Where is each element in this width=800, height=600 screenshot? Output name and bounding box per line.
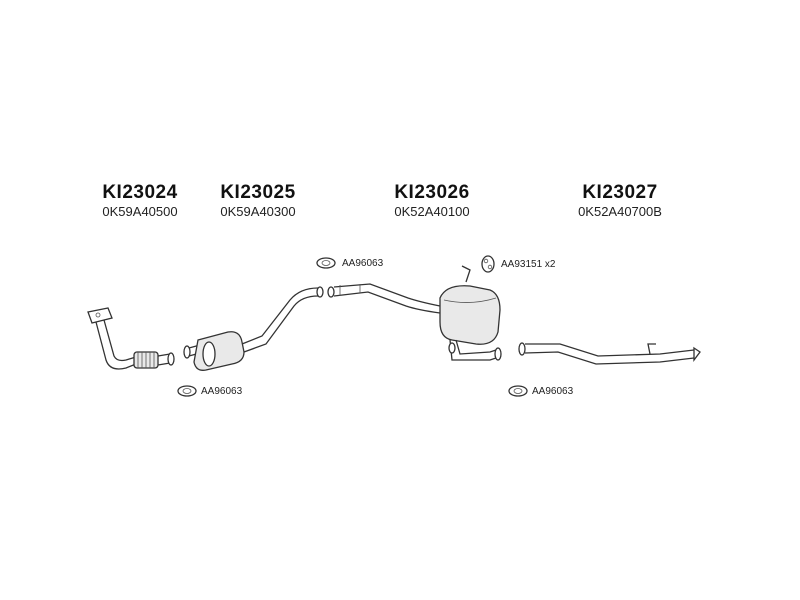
gasket-icon (508, 385, 528, 397)
gasket-label-bottom-left: AA96063 (201, 386, 243, 397)
middle-section (183, 286, 324, 371)
part-header-ki23024: KI23024 0K59A40500 (60, 182, 220, 219)
gasket-label-bottom-right: AA96063 (532, 386, 574, 397)
part-code: KI23025 (220, 182, 296, 203)
front-pipe (87, 307, 175, 370)
gasket-label-top: AA96063 (342, 258, 384, 269)
part-header-ki23025: KI23025 0K59A40300 (178, 182, 338, 219)
part-code: KI23024 (102, 182, 178, 203)
hanger-rubber-icon (481, 255, 495, 273)
muffler (439, 285, 501, 345)
part-oem-number: 0K52A40700B (578, 204, 662, 219)
part-code: KI23027 (582, 182, 658, 203)
part-header-ki23027: KI23027 0K52A40700B (540, 182, 700, 219)
centre-muffler-section (327, 265, 502, 361)
part-code: KI23026 (394, 182, 470, 203)
part-oem-number: 0K52A40100 (394, 204, 470, 219)
part-header-ki23026: KI23026 0K52A40100 (352, 182, 512, 219)
gasket-icon (177, 385, 197, 397)
part-oem-number: 0K59A40300 (220, 204, 296, 219)
rear-pipe (518, 342, 701, 365)
catalytic-converter (193, 331, 245, 371)
part-oem-number: 0K59A40500 (102, 204, 178, 219)
gasket-icon (316, 257, 336, 269)
hanger-label: AA93151 x2 (501, 259, 556, 270)
